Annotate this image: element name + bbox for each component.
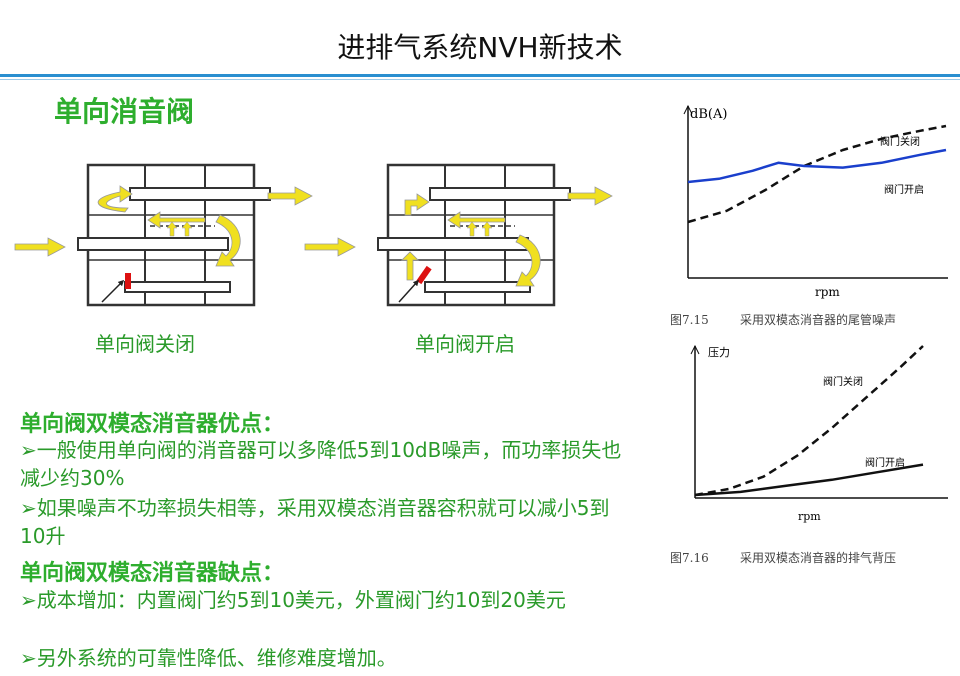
valve-closed-flap [125,273,131,289]
valve-open-flap [416,265,432,285]
chart1-caption-number: 图7.15 [670,313,709,327]
chart1-series-closed-label: 阀门关闭 [880,135,920,148]
series-line-1 [687,148,947,184]
valve-closed-caption: 单向阀关闭 [95,332,195,356]
advantages-title: 单向阀双模态消音器优点： [20,412,285,437]
chart1-caption-text: 采用双模态消音器的尾管噪声 [740,312,896,327]
valve-closed-diagram [14,163,313,307]
muffler-shell [386,163,556,307]
outflow-arrow [267,186,313,206]
series-line-0 [694,345,924,497]
disadvantage-item-1: ➢成本增加：内置阀门约5到10美元，外置阀门约10到20美元 [20,588,566,612]
title-divider [0,74,960,77]
advantage-item-2: ➢如果噪声不功率损失相等，采用双模态消音器容积就可以减小5到10升 [20,496,610,548]
series-line-1 [694,463,924,497]
chart2-series-closed-label: 阀门关闭 [823,375,863,388]
title-divider-thin [0,79,960,80]
tailpipe-noise-chart: dB(A) rpm 图7.15 采用双模态消音器的尾管噪声 阀门关闭 阀门开启 [670,104,948,327]
disadvantage-item-2: ➢另外系统的可靠性降低、维修难度增加。 [20,646,397,670]
section-heading: 单向消音阀 [54,95,195,128]
inflow-arrow [304,237,356,257]
valve-open-caption: 单向阀开启 [415,332,515,356]
chart2-caption-text: 采用双模态消音器的排气背压 [740,550,896,565]
disadvantages-title: 单向阀双模态消音器缺点： [20,561,285,586]
advantage-item-1: ➢一般使用单向阀的消音器可以多降低5到10dB噪声，而功率损失也减少约30% [20,438,622,490]
y-axis-arrow [690,344,700,355]
chart1-axes [683,104,948,279]
chart1-series-open-label: 阀门开启 [884,183,924,196]
muffler-shell [86,163,256,307]
y-axis-arrow [683,104,693,115]
series-line-0 [687,124,947,224]
chart2-series-open-label: 阀门开启 [865,456,905,469]
back-pressure-chart: 压力 rpm 图7.16 采用双模态消音器的排气背压 阀门关闭 阀门开启 [670,344,948,565]
chart2-axes [690,344,948,499]
outflow-arrow [567,186,613,206]
page-title: 进排气系统NVH新技术 [337,31,623,64]
valve-open-diagram [304,163,613,307]
chart2-xlabel: rpm [798,510,821,523]
chart1-xlabel: rpm [815,285,840,299]
chart2-ylabel: 压力 [708,346,730,359]
inflow-arrow [14,237,66,257]
chart2-caption-number: 图7.16 [670,551,709,565]
chart1-ylabel: dB(A) [690,107,727,122]
